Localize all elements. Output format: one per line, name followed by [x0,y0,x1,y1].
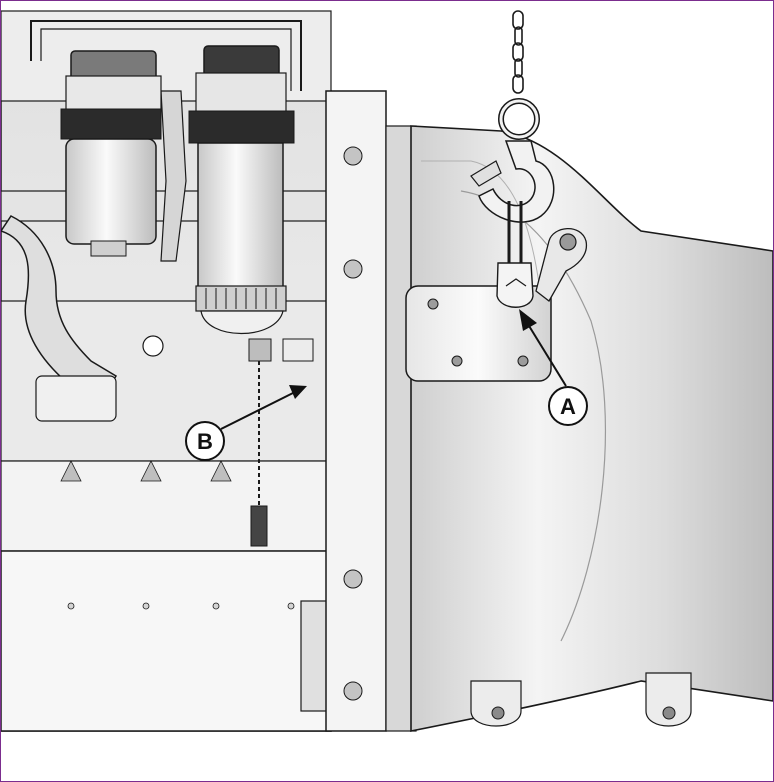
lifting-chain [498,10,540,140]
fuel-filter-right [188,45,314,547]
lifting-shackle [496,201,534,308]
bell-housing-flange [325,90,417,732]
fuel-filter-left [60,50,162,257]
lifting-hook [470,140,555,223]
callout-b-label: B [197,429,213,454]
transmission-housing [405,125,773,732]
callout-a: A [519,309,588,426]
callout-a-label: A [560,394,576,419]
callout-b: B [185,385,307,461]
